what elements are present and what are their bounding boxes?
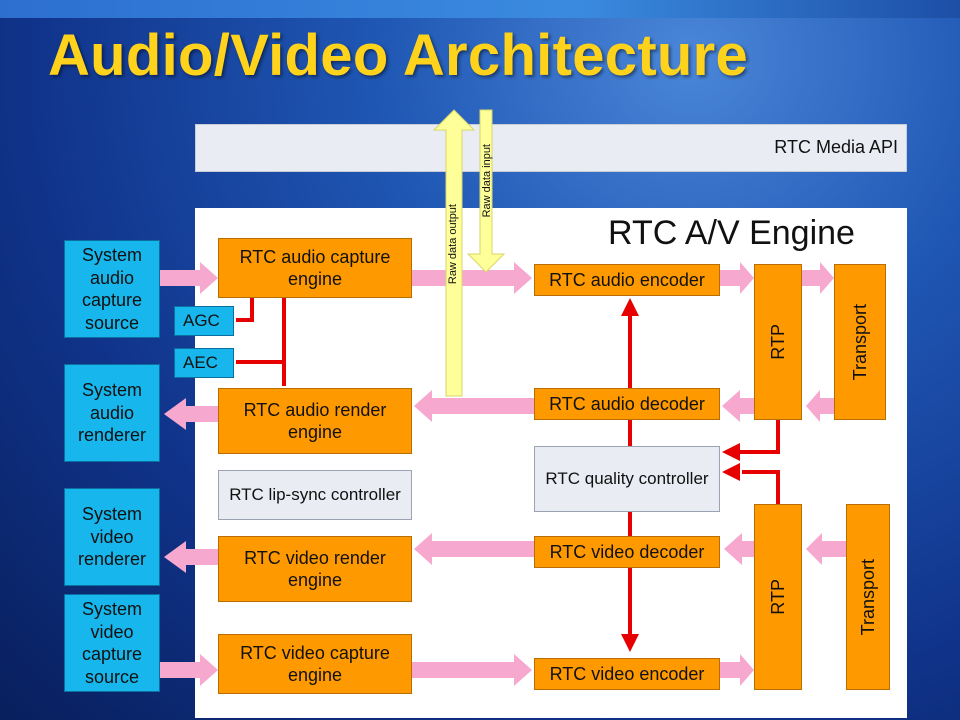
- rtc-quality-controller: RTC quality controller: [534, 446, 720, 512]
- system-video-capture-source: System video capture source: [64, 594, 160, 692]
- flow-arrow-rtp-to-audio-decoder: [722, 390, 754, 422]
- agc-connector: [236, 296, 254, 322]
- flow-arrow-rtp-to-transport: [802, 262, 834, 294]
- rtp-video-to-quality: [742, 470, 780, 504]
- rtp-audio-to-quality: [738, 420, 780, 454]
- rtp-video: RTP: [754, 504, 802, 690]
- transport-audio-label: Transport: [849, 303, 870, 381]
- rtc-video-encoder: RTC video encoder: [534, 658, 720, 690]
- system-audio-capture-source: System audio capture source: [64, 240, 160, 338]
- rtc-lip-sync-controller: RTC lip-sync controller: [218, 470, 412, 520]
- flow-arrow-transport-to-rtp-video: [806, 533, 846, 565]
- flow-arrow-transport-to-rtp: [806, 390, 834, 422]
- red-arrowhead-audio-encoder: [621, 298, 639, 316]
- rtc-video-decoder: RTC video decoder: [534, 536, 720, 568]
- raw-data-input-arrow: [466, 109, 506, 273]
- top-band: [0, 0, 960, 18]
- transport-audio: Transport: [834, 264, 886, 420]
- rtc-av-engine-label: RTC A/V Engine: [608, 214, 855, 252]
- aec-box: AEC: [174, 348, 234, 378]
- rtc-video-capture-engine: RTC video capture engine: [218, 634, 412, 694]
- raw-data-output-arrow: [432, 109, 476, 397]
- rtc-audio-decoder: RTC audio decoder: [534, 388, 720, 420]
- flow-arrow-rtp-to-video-decoder: [724, 533, 754, 565]
- rtc-media-api-label: RTC Media API: [774, 137, 898, 157]
- agc-box: AGC: [174, 306, 234, 336]
- flow-arrow-audio-capture-to-encoder: [412, 262, 532, 294]
- flow-arrow-audio-encoder-to-rtp: [720, 262, 754, 294]
- flow-arrow-video-decoder-to-render: [414, 533, 534, 565]
- raw-data-input-label: Raw data input: [481, 144, 493, 218]
- flow-arrow-video-render-out: [164, 541, 218, 573]
- flow-arrow-audio-render-out: [164, 398, 218, 430]
- rtp-audio-label: RTP: [767, 324, 788, 360]
- rtp-video-label: RTP: [767, 579, 788, 615]
- system-video-renderer: System video renderer: [64, 488, 160, 586]
- page-title: Audio/Video Architecture: [48, 23, 749, 88]
- rtc-audio-capture-engine: RTC audio capture engine: [218, 238, 412, 298]
- system-audio-renderer: System audio renderer: [64, 364, 160, 462]
- flow-arrow-audio-capture-in: [158, 262, 218, 294]
- rtc-media-api-box: RTC Media API: [195, 124, 907, 172]
- transport-video: Transport: [846, 504, 890, 690]
- red-arrowhead-quality-lower: [722, 463, 740, 481]
- flow-arrow-video-capture-in: [158, 654, 218, 686]
- flow-arrow-video-capture-to-encoder: [412, 654, 532, 686]
- red-arrowhead-video-encoder: [621, 634, 639, 652]
- raw-data-output-label: Raw data output: [447, 204, 459, 285]
- red-arrowhead-quality-upper: [722, 443, 740, 461]
- rtp-audio: RTP: [754, 264, 802, 420]
- rtc-audio-encoder: RTC audio encoder: [534, 264, 720, 296]
- transport-video-label: Transport: [857, 558, 878, 636]
- flow-arrow-video-encoder-to-rtp: [720, 654, 754, 686]
- flow-arrow-decoder-to-render: [414, 390, 534, 422]
- rtc-audio-render-engine: RTC audio render engine: [218, 388, 412, 454]
- rtc-video-render-engine: RTC video render engine: [218, 536, 412, 602]
